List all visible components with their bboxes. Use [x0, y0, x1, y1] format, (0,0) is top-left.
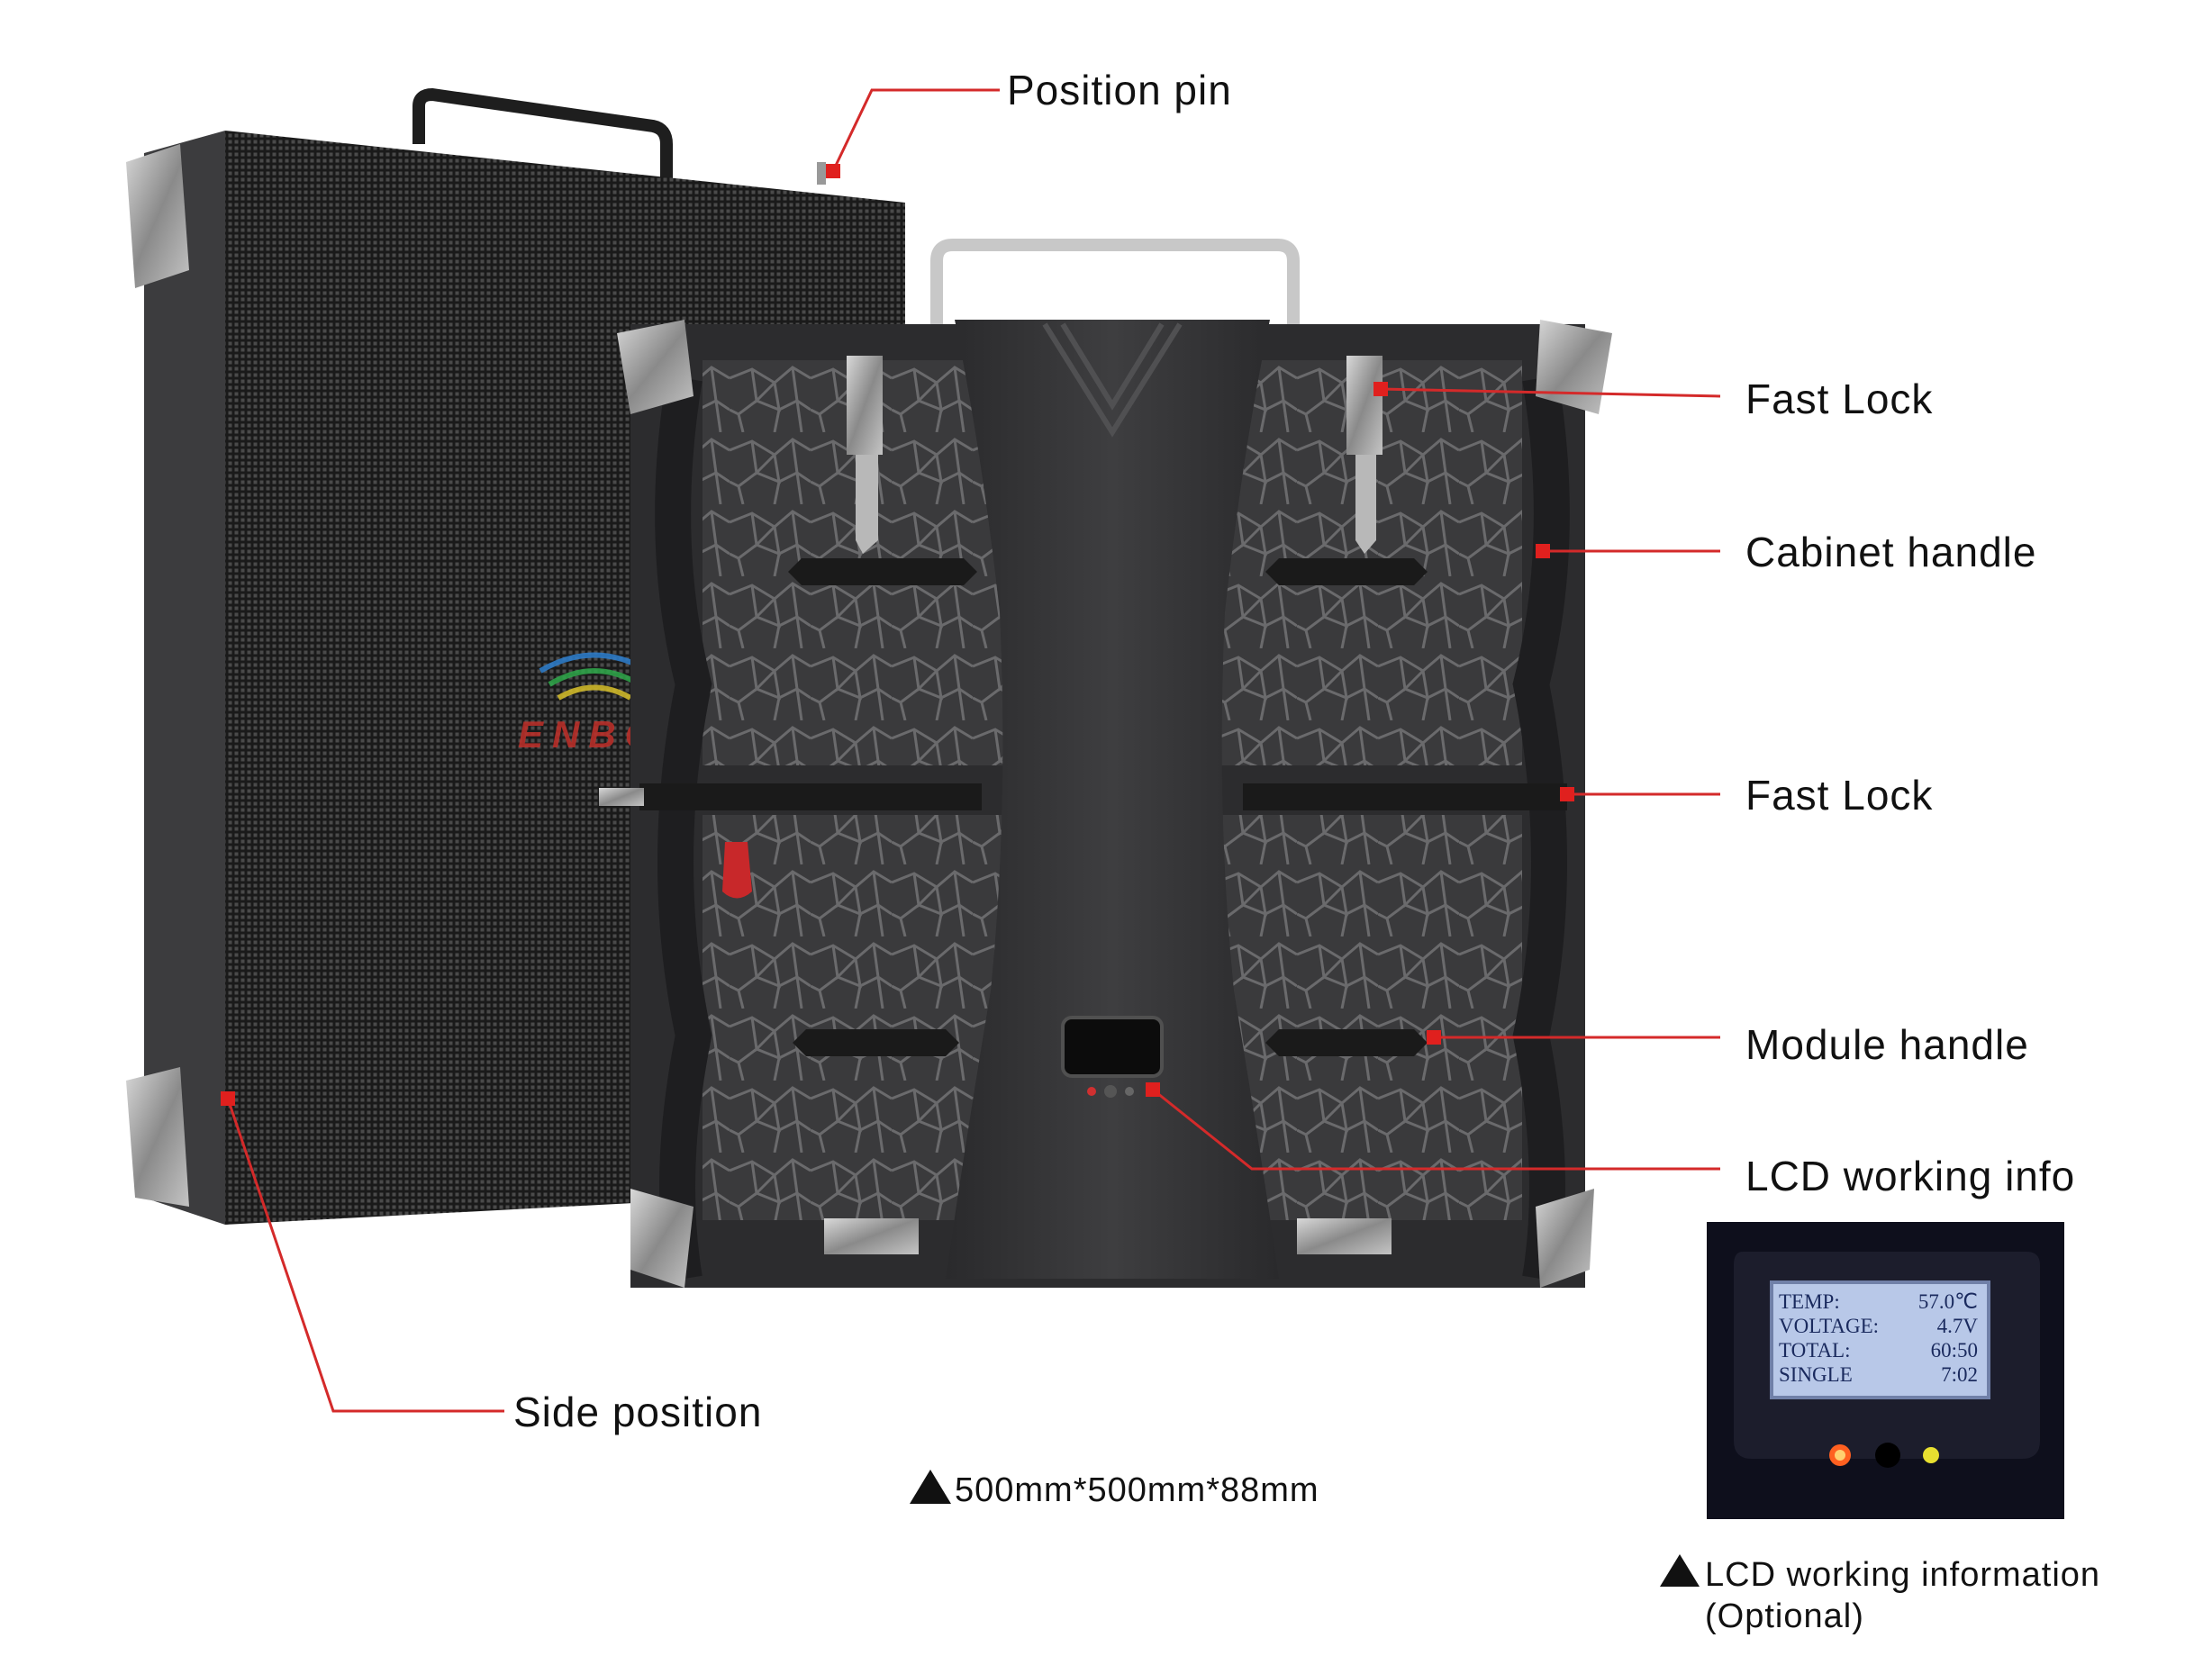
label-side-position: Side position: [513, 1389, 763, 1435]
fast-lock-top-left: [847, 356, 883, 554]
horizontal-lock-bar-right: [1243, 783, 1567, 810]
lcd-screen: [1770, 1280, 1990, 1399]
label-lcd-working-info: LCD working info: [1745, 1153, 2076, 1199]
top-carry-handle: [412, 87, 673, 180]
cabinet-top-handle: [930, 239, 1300, 347]
lcd-row-label: TEMP:: [1779, 1290, 1840, 1313]
callouts: [226, 88, 1721, 1413]
label-fast-lock-top: Fast Lock: [1745, 376, 1934, 422]
lcd-row-value: 4.7V: [1936, 1315, 1978, 1337]
caption-lcd-line2: (Optional): [1705, 1597, 1864, 1635]
callout-line-position-pin: [831, 88, 1000, 172]
spine-lcd-window: [1061, 1016, 1164, 1078]
caption-dimensions: 500mm*500mm*88mm: [955, 1471, 1319, 1509]
module-handle-upper-right: [1265, 558, 1428, 585]
label-fast-lock-mid: Fast Lock: [1745, 772, 1934, 819]
lcd-row-value: 57.0℃: [1917, 1290, 1978, 1313]
callout-line-fast-lock-top: [1380, 387, 1721, 398]
led-indicator-yellow: [1923, 1447, 1939, 1463]
lcd-inset-photo: [1707, 1222, 2064, 1519]
callout-line-lcd: [1152, 1088, 1720, 1171]
label-position-pin: Position pin: [1007, 67, 1232, 113]
lcd-caption-triangle-icon: [1660, 1554, 1700, 1587]
lcd-row-label: SINGLE: [1779, 1363, 1853, 1386]
callout-line-side-position: [226, 1098, 504, 1413]
lcd-row-value: 7:02: [1941, 1363, 1978, 1386]
label-module-handle: Module handle: [1745, 1021, 2029, 1068]
module-handle-lower-right: [1265, 1029, 1428, 1056]
central-spine: [946, 320, 1279, 1279]
label-cabinet-handle: Cabinet handle: [1745, 529, 2037, 575]
lcd-row-label: TOTAL:: [1779, 1339, 1851, 1362]
lcd-row-value: 60:50: [1930, 1339, 1978, 1362]
lcd-row-label: VOLTAGE:: [1779, 1315, 1880, 1337]
lcd-readout: TEMP: 57.0℃ VOLTAGE: 4.7V TOTAL: 60:50 S…: [1779, 1289, 1981, 1393]
fast-lock-top-right: [1346, 356, 1382, 554]
led-cabinet-rear: [599, 239, 1612, 1288]
caption-lcd-line1: LCD working information: [1705, 1556, 2101, 1594]
side-frame: [144, 131, 225, 1225]
horizontal-lock-bar-left: [639, 783, 982, 810]
callout-markers: [221, 164, 1574, 1106]
dimension-triangle-icon: [910, 1470, 951, 1504]
module-handle-upper-left: [788, 558, 977, 585]
module-handle-lower-left: [793, 1029, 959, 1056]
